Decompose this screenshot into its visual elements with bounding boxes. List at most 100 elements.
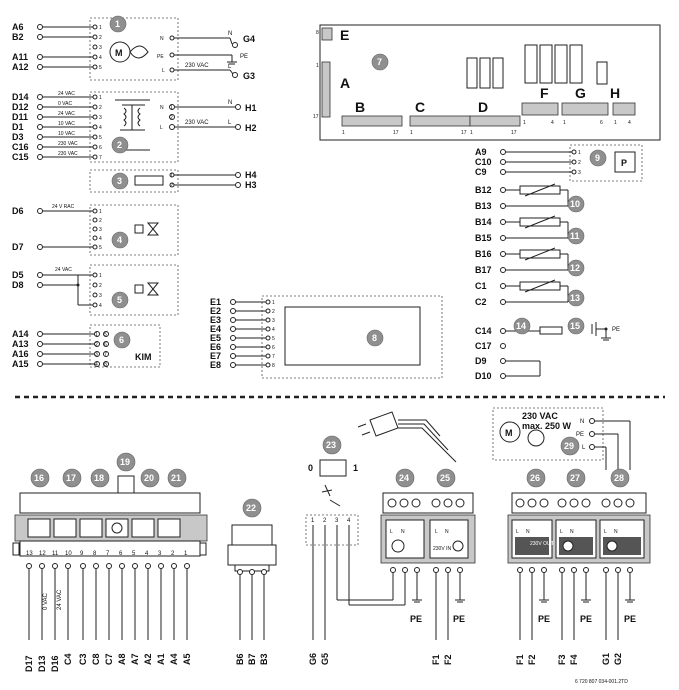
svg-text:2: 2: [99, 35, 102, 41]
badge-26: [526, 468, 546, 488]
svg-text:5: 5: [272, 336, 275, 342]
badge-15: [567, 317, 585, 335]
svg-text:4: 4: [272, 327, 275, 333]
badge-17: [62, 468, 82, 488]
svg-text:28: 28: [614, 473, 624, 483]
svg-text:N: N: [401, 529, 405, 535]
svg-text:5: 5: [104, 332, 107, 338]
svg-text:L: L: [435, 529, 438, 535]
svg-text:B16: B16: [475, 249, 492, 259]
svg-text:7: 7: [99, 155, 102, 161]
badge-16: [30, 468, 50, 488]
board-area-h: H: [610, 85, 620, 101]
badge-7: [371, 53, 389, 71]
svg-text:2: 2: [323, 518, 327, 524]
svg-text:E4: E4: [210, 324, 221, 334]
valve-icon: [146, 282, 160, 296]
svg-text:G4: G4: [243, 34, 255, 44]
badge-22: [242, 498, 262, 518]
badge-6: [113, 331, 131, 349]
external-pump-29: M 230 VAC max. 250 W 29 N PE L: [492, 407, 631, 470]
svg-text:C16: C16: [12, 142, 29, 152]
badge-3: [111, 172, 129, 190]
svg-text:PE: PE: [580, 614, 592, 624]
svg-text:B2: B2: [12, 32, 24, 42]
svg-text:KIM: KIM: [135, 352, 152, 362]
badge-4: [111, 231, 129, 249]
svg-text:PE: PE: [240, 54, 248, 60]
svg-text:1: 1: [470, 130, 473, 136]
module-8-display: 8 E1 E2 E3 E4 E5 E6 E7 E8 1 2 3 4 5 6 7 …: [210, 295, 443, 379]
sensor-11: B14 B15 11: [475, 215, 585, 245]
svg-text:8: 8: [316, 30, 319, 36]
svg-text:230V OUT: 230V OUT: [530, 541, 554, 547]
svg-text:1: 1: [99, 25, 102, 31]
svg-text:1: 1: [99, 273, 102, 279]
reference-code: 6 720 807 034-001.2TD: [575, 679, 628, 685]
module-2-transformer: D14 D12 D11 D1 D3 C16 C15 24 VAC 0 VAC 2…: [12, 91, 257, 163]
svg-text:C10: C10: [475, 157, 492, 167]
svg-text:27: 27: [570, 473, 580, 483]
svg-text:9: 9: [80, 551, 84, 557]
pump-icon: [391, 539, 405, 553]
svg-text:H1: H1: [245, 103, 257, 113]
badge-21: [167, 468, 187, 488]
svg-text:D3: D3: [12, 132, 24, 142]
svg-text:A6: A6: [12, 22, 24, 32]
svg-text:N: N: [160, 105, 164, 111]
svg-text:D17: D17: [24, 655, 34, 672]
svg-text:H2: H2: [245, 123, 257, 133]
svg-text:A8: A8: [117, 653, 127, 665]
svg-text:1: 1: [115, 19, 120, 29]
svg-text:24 VAC: 24 VAC: [58, 91, 75, 97]
svg-text:13: 13: [26, 551, 33, 557]
svg-text:G2: G2: [613, 653, 623, 665]
svg-text:19: 19: [120, 457, 130, 467]
svg-text:E8: E8: [210, 360, 221, 370]
svg-text:N: N: [570, 529, 574, 535]
svg-text:17: 17: [66, 473, 76, 483]
badge-23: [322, 435, 342, 455]
badge-27: [566, 468, 586, 488]
pressure-sensor-icon: [614, 151, 636, 173]
svg-text:7: 7: [106, 551, 110, 557]
svg-text:3: 3: [99, 115, 102, 121]
svg-text:3: 3: [95, 352, 98, 358]
svg-text:6: 6: [600, 120, 603, 126]
badge-19: [116, 452, 136, 472]
svg-text:PE: PE: [453, 614, 465, 624]
svg-text:L: L: [516, 529, 519, 535]
svg-text:PE: PE: [612, 327, 620, 333]
svg-text:17: 17: [511, 130, 517, 136]
svg-text:10: 10: [65, 551, 72, 557]
svg-text:1: 1: [95, 332, 98, 338]
sensor-13: C1 C2 13: [475, 279, 585, 307]
module-5-valve: D5 D8 24 VAC 1 2 3 4 5: [12, 264, 179, 316]
board-area-e: E: [340, 27, 349, 43]
svg-text:D9: D9: [475, 356, 487, 366]
svg-text:5: 5: [99, 245, 102, 251]
svg-text:max. 250 W: max. 250 W: [522, 421, 572, 431]
svg-text:B15: B15: [475, 233, 492, 243]
svg-text:10 VAC: 10 VAC: [58, 131, 75, 137]
svg-text:L: L: [162, 68, 165, 74]
svg-text:3: 3: [335, 518, 339, 524]
svg-text:24 V RAC: 24 V RAC: [52, 204, 75, 210]
svg-text:1: 1: [170, 173, 173, 179]
svg-text:D16: D16: [50, 655, 60, 672]
svg-text:L: L: [160, 125, 163, 131]
svg-text:D12: D12: [12, 102, 29, 112]
svg-text:PE: PE: [157, 54, 164, 60]
svg-text:24 VAC: 24 VAC: [55, 267, 72, 273]
valve-icon: [146, 222, 160, 236]
svg-text:B13: B13: [475, 201, 492, 211]
svg-text:1: 1: [410, 130, 413, 136]
svg-text:3: 3: [272, 318, 275, 324]
svg-text:20: 20: [144, 473, 154, 483]
svg-text:B7: B7: [247, 653, 257, 665]
svg-text:F4: F4: [569, 654, 579, 665]
power-in-icon: [452, 540, 464, 552]
svg-text:18: 18: [94, 473, 104, 483]
svg-text:L: L: [390, 529, 393, 535]
